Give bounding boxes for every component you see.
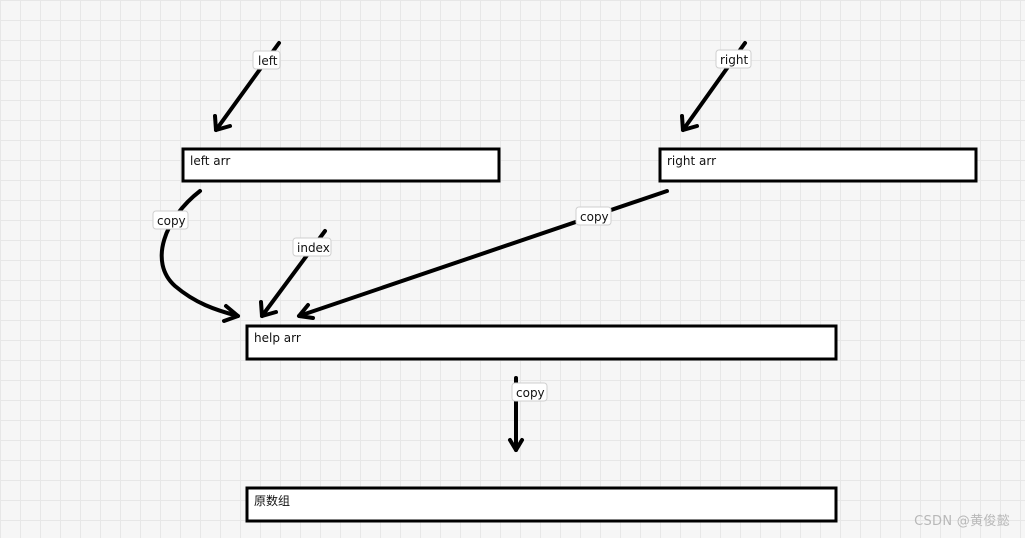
label-copy-left[interactable]: copy [152,210,189,230]
label-index-text: index [297,241,330,255]
label-copy-right[interactable]: copy [575,206,612,226]
label-left-text: left [258,54,278,68]
label-copy-down-text: copy [516,386,545,400]
box-help-arr[interactable]: help arr [245,324,838,361]
label-copy-left-text: copy [157,214,186,228]
label-index[interactable]: index [292,237,332,257]
label-right-text: right [720,53,748,67]
box-left-arr-label: left arr [190,154,230,168]
label-left[interactable]: left [252,50,281,70]
box-right-arr-label: right arr [667,154,716,168]
label-right[interactable]: right [715,49,752,69]
label-copy-right-text: copy [580,210,609,224]
box-original-array[interactable]: 原数组 [245,486,838,523]
label-copy-down[interactable]: copy [511,382,548,402]
box-left-arr[interactable]: left arr [181,147,501,183]
arrow-copy-right-to-help [297,189,669,320]
box-original-array-label: 原数组 [254,493,290,508]
box-help-arr-label: help arr [254,331,301,345]
watermark: CSDN @黄俊懿 [914,514,1010,529]
box-right-arr[interactable]: right arr [658,147,978,183]
